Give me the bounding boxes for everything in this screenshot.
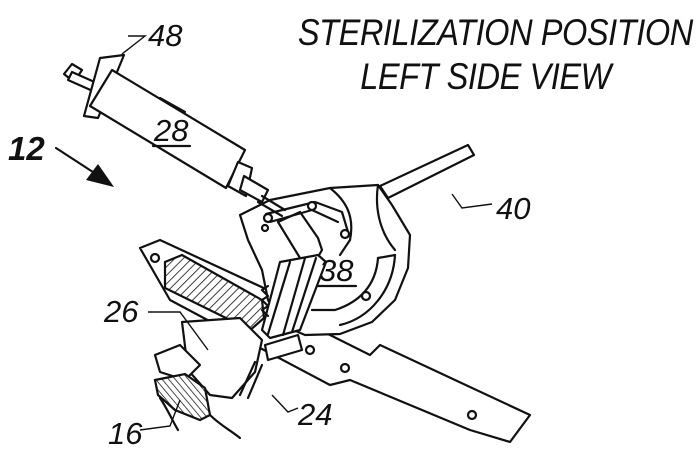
label-38: 38 bbox=[319, 253, 354, 288]
title-line-2: LEFT SIDE VIEW bbox=[360, 56, 611, 97]
label-16: 16 bbox=[108, 416, 143, 450]
rod bbox=[378, 143, 476, 200]
label-26: 26 bbox=[103, 294, 139, 329]
label-28: 28 bbox=[153, 113, 189, 148]
leader-lines bbox=[121, 35, 493, 431]
shaft-assembly bbox=[238, 200, 351, 400]
label-48: 48 bbox=[148, 18, 183, 53]
label-12: 12 bbox=[8, 130, 45, 167]
label-24: 24 bbox=[297, 397, 332, 432]
hatched-block bbox=[163, 253, 266, 334]
lower-housing bbox=[153, 316, 264, 440]
syringe bbox=[62, 53, 287, 218]
title-line-1: STERILIZATION POSITION bbox=[298, 12, 693, 53]
arrow-12 bbox=[54, 146, 114, 187]
label-40: 40 bbox=[496, 191, 530, 226]
